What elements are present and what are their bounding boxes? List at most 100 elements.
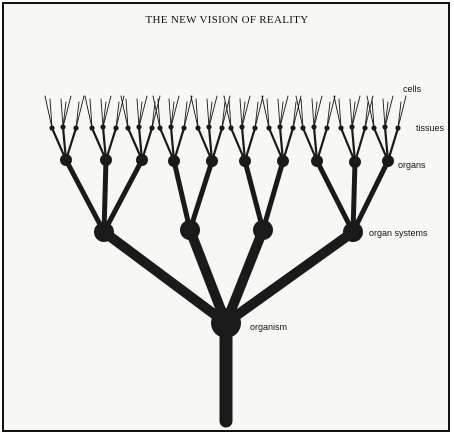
cell-twig: [314, 96, 322, 127]
tissue-node: [89, 125, 94, 130]
organ-node: [349, 156, 361, 168]
tissue-node: [195, 125, 200, 130]
cell-twig: [398, 102, 401, 128]
tissue-node: [149, 125, 154, 130]
organ-node: [136, 154, 148, 166]
organ-node: [311, 155, 323, 167]
cell-twig: [327, 96, 335, 128]
tissue-node: [252, 125, 257, 130]
tissue-node: [100, 124, 105, 129]
cell-twig: [184, 96, 192, 128]
tissue-node: [113, 125, 118, 130]
tissue-node: [60, 124, 65, 129]
cell-twig: [365, 102, 368, 128]
cell-twig: [116, 102, 119, 128]
cell-twig: [352, 102, 355, 127]
cell-twig: [278, 99, 280, 127]
cell-twig: [152, 102, 155, 128]
label-tissues: tissues: [416, 123, 444, 133]
label-cells: cells: [403, 84, 421, 94]
cell-twig: [116, 96, 124, 128]
cell-twig: [76, 102, 79, 128]
tissue-node: [219, 125, 224, 130]
cell-twig: [314, 102, 317, 127]
cell-twig: [139, 96, 147, 127]
cell-twig: [207, 99, 209, 127]
organ-node: [382, 155, 394, 167]
organ-node: [168, 155, 180, 167]
label-organ-systems: organ systems: [369, 228, 428, 238]
tissue-node: [338, 125, 343, 130]
system-to-organ-branch: [353, 162, 355, 232]
cell-twig: [171, 102, 174, 127]
tissue-node: [382, 124, 387, 129]
tissue-node: [362, 125, 367, 130]
organ-system-node: [180, 220, 200, 240]
cell-twig: [293, 102, 296, 128]
tissue-node: [228, 125, 233, 130]
system-to-organ-branch: [190, 161, 212, 230]
tissue-node: [290, 125, 295, 130]
cell-twig: [242, 96, 250, 127]
cell-twig: [209, 102, 212, 127]
system-to-organ-branch: [104, 160, 106, 232]
cell-twig: [63, 96, 71, 127]
tissue-node: [157, 125, 162, 130]
cell-twig: [171, 96, 179, 127]
cell-twig: [240, 99, 242, 127]
cell-twig: [385, 102, 388, 127]
label-organism: organism: [250, 322, 287, 332]
tissue-node: [206, 124, 211, 129]
tissue-node: [324, 125, 329, 130]
tree-branches: [45, 96, 406, 421]
tissue-node: [181, 125, 186, 130]
tissue-node: [125, 125, 130, 130]
tree-nodes: [49, 124, 400, 338]
system-to-organ-branch: [245, 161, 263, 230]
cell-twig: [383, 99, 385, 127]
tissue-node: [239, 124, 244, 129]
cell-twig: [103, 96, 111, 127]
cell-twig: [350, 99, 352, 127]
organ-node: [277, 155, 289, 167]
system-to-organ-branch: [353, 161, 388, 232]
cell-twig: [398, 96, 406, 128]
system-to-organ-branch: [66, 160, 104, 232]
organ-node: [100, 154, 112, 166]
cell-twig: [61, 99, 63, 127]
organ-system-node: [253, 220, 273, 240]
cell-twig: [101, 99, 103, 127]
system-to-organ-branch: [104, 160, 142, 232]
tissue-node: [136, 124, 141, 129]
tissue-node: [266, 125, 271, 130]
organ-system-node: [343, 222, 363, 242]
tissue-node: [349, 124, 354, 129]
cell-twig: [169, 99, 171, 127]
cell-twig: [103, 102, 106, 127]
organ-system-node: [94, 222, 114, 242]
organism-node: [211, 308, 241, 338]
cell-twig: [352, 96, 360, 127]
cell-twig: [280, 96, 288, 127]
system-to-organ-branch: [317, 161, 353, 232]
label-organs: organs: [398, 160, 426, 170]
cell-twig: [327, 102, 330, 128]
cell-twig: [385, 96, 393, 127]
tissue-node: [371, 125, 376, 130]
tissue-node: [300, 125, 305, 130]
organ-node: [206, 155, 218, 167]
cell-twig: [76, 96, 84, 128]
organ-node: [239, 155, 251, 167]
cell-twig: [312, 99, 314, 127]
cell-twig: [255, 96, 263, 128]
tissue-node: [49, 125, 54, 130]
cell-twig: [242, 102, 245, 127]
organ-node: [60, 154, 72, 166]
cell-twig: [63, 102, 66, 127]
cell-twig: [280, 102, 283, 127]
tissue-node: [168, 124, 173, 129]
system-to-organ-branch: [263, 161, 283, 230]
tissue-node: [277, 124, 282, 129]
tissue-node: [311, 124, 316, 129]
